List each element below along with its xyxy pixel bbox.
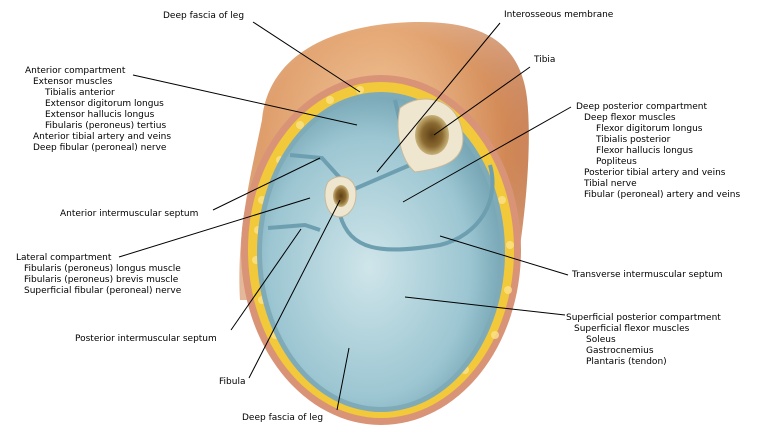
leader-lines bbox=[118, 21, 572, 411]
anterior-muscle: Fibularis (peroneus) tertius bbox=[45, 121, 167, 131]
deep-posterior-extra: Posterior tibial artery and veins bbox=[584, 168, 726, 178]
anterior-muscle: Extensor hallucis longus bbox=[45, 110, 155, 120]
deep-posterior-sub: Deep flexor muscles bbox=[584, 113, 676, 123]
anterior-extra: Deep fibular (peroneal) nerve bbox=[33, 143, 167, 153]
superficial-posterior-sub: Superficial flexor muscles bbox=[574, 324, 690, 334]
label-group-anterior-compartment: Anterior compartment Extensor muscles Ti… bbox=[25, 66, 171, 154]
anterior-compartment-heading: Anterior compartment bbox=[25, 66, 126, 76]
leader-anterior-compartment bbox=[132, 74, 358, 126]
deep-posterior-muscle: Flexor hallucis longus bbox=[596, 146, 693, 156]
superficial-posterior-heading: Superficial posterior compartment bbox=[566, 313, 721, 323]
lateral-item: Superficial fibular (peroneal) nerve bbox=[24, 286, 182, 296]
leader-anterior-septum bbox=[212, 157, 321, 211]
deep-posterior-extra: Tibial nerve bbox=[584, 179, 637, 189]
label-group-deep-posterior-compartment: Deep posterior compartment Deep flexor m… bbox=[576, 102, 740, 201]
leader-interosseous bbox=[376, 22, 501, 173]
deep-posterior-extra: Fibular (peroneal) artery and veins bbox=[584, 190, 741, 200]
anterior-muscle: Extensor digitorum longus bbox=[45, 99, 164, 109]
tibia-marrow bbox=[415, 115, 449, 155]
superficial-posterior-muscle: Plantaris (tendon) bbox=[586, 357, 667, 367]
transverse-intermuscular-septum bbox=[338, 164, 495, 252]
leader-fibula bbox=[248, 199, 341, 379]
anterior-muscle: Tibialis anterior bbox=[45, 88, 115, 98]
deep-posterior-muscle: Tibialis posterior bbox=[596, 135, 671, 145]
deep-posterior-muscle: Flexor digitorum longus bbox=[596, 124, 703, 134]
leader-lateral-compartment bbox=[118, 197, 311, 258]
anterior-compartment-sub: Extensor muscles bbox=[33, 77, 113, 87]
leader-tibia bbox=[433, 66, 531, 136]
leader-superficial-posterior bbox=[404, 296, 566, 316]
superficial-posterior-muscle: Soleus bbox=[586, 335, 616, 345]
deep-posterior-heading: Deep posterior compartment bbox=[576, 102, 708, 112]
lateral-item: Fibularis (peroneus) longus muscle bbox=[24, 264, 181, 274]
label-interosseous-membrane: Interosseous membrane bbox=[504, 10, 614, 20]
superficial-posterior-muscle: Gastrocnemius bbox=[586, 346, 654, 356]
label-group-lateral-compartment: Lateral compartment Fibularis (peroneus)… bbox=[16, 253, 181, 297]
leader-posterior-septum bbox=[230, 228, 302, 331]
lateral-item: Fibularis (peroneus) brevis muscle bbox=[24, 275, 179, 285]
muscle-region bbox=[262, 97, 500, 407]
label-tibia: Tibia bbox=[534, 55, 556, 65]
label-deep-fascia-top: Deep fascia of leg bbox=[163, 11, 245, 21]
leader-deep-fascia-top bbox=[252, 21, 361, 93]
label-transverse-intermuscular-septum: Transverse intermuscular septum bbox=[572, 270, 723, 280]
lateral-compartment-heading: Lateral compartment bbox=[16, 253, 112, 263]
interosseous-membrane-line bbox=[351, 163, 411, 192]
deep-posterior-muscle: Popliteus bbox=[596, 157, 637, 167]
label-anterior-intermuscular-septum: Anterior intermuscular septum bbox=[60, 209, 199, 219]
posterior-intermuscular-septum bbox=[267, 222, 321, 232]
label-fibula: Fibula bbox=[219, 377, 246, 387]
anterior-intermuscular-septum bbox=[289, 153, 342, 180]
leader-deep-posterior bbox=[402, 106, 572, 203]
label-group-superficial-posterior-compartment: Superficial posterior compartment Superf… bbox=[566, 313, 721, 368]
leader-deep-fascia-bottom bbox=[336, 347, 350, 411]
label-deep-fascia-bottom: Deep fascia of leg bbox=[242, 413, 324, 423]
anterior-extra: Anterior tibial artery and veins bbox=[33, 132, 172, 142]
fibula-marrow bbox=[333, 185, 349, 207]
leader-transverse-septum bbox=[439, 235, 569, 276]
label-posterior-intermuscular-septum: Posterior intermuscular septum bbox=[75, 334, 217, 344]
